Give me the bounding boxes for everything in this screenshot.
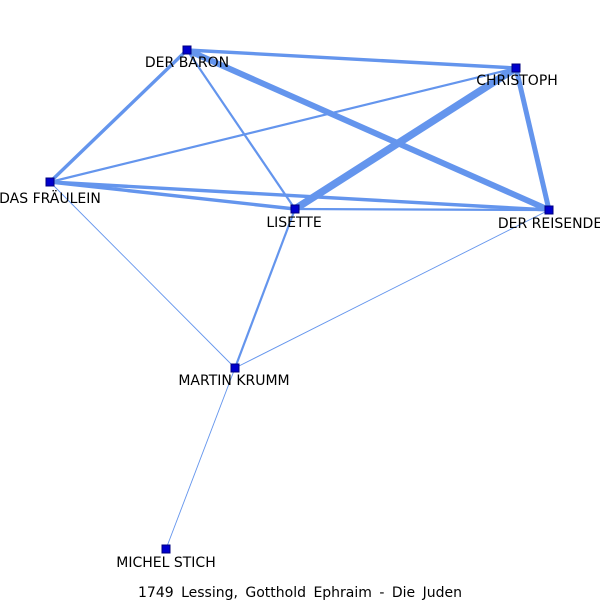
edge-baron-christoph <box>186 48 517 70</box>
edge-lisette-reisende <box>294 207 550 212</box>
edge-fraeulein-reisende <box>49 180 550 212</box>
node-label-krumm: MARTIN KRUMM <box>178 373 289 389</box>
node-label-stich: MICHEL STICH <box>116 555 215 571</box>
edge-baron-lisette <box>186 49 296 210</box>
node-label-reisende: DER REISENDE <box>498 216 600 232</box>
node-lisette <box>290 204 300 214</box>
node-label-christoph: CHRISTOPH <box>476 73 558 89</box>
node-reisende <box>544 205 554 215</box>
edge-christoph-lisette <box>292 64 519 213</box>
edge-reisende-krumm <box>234 209 550 369</box>
diagram-title: 1749 Lessing, Gotthold Ephraim - Die Jud… <box>138 585 462 600</box>
node-label-fraeulein: DAS FRÄULEIN <box>0 189 101 207</box>
node-krumm <box>230 363 240 373</box>
node-baron <box>182 45 192 55</box>
edge-fraeulein-krumm <box>49 181 236 369</box>
node-label-lisette: LISETTE <box>266 215 321 231</box>
node-stich <box>161 544 171 554</box>
node-fraeulein <box>45 177 55 187</box>
edge-christoph-reisende <box>513 67 552 211</box>
edge-baron-fraeulein <box>48 48 189 184</box>
labels-layer: DER BARON CHRISTOPH DAS FRÄULEIN LISETTE DER… <box>0 55 600 571</box>
nodes-layer <box>45 45 554 554</box>
edge-baron-reisende <box>185 47 551 213</box>
node-christoph <box>511 63 521 73</box>
edge-lisette-krumm <box>233 208 297 369</box>
edge-krumm-stich <box>165 367 236 550</box>
edges-layer <box>48 47 552 550</box>
edge-christoph-fraeulein <box>49 66 517 184</box>
node-label-baron: DER BARON <box>145 55 229 71</box>
edge-fraeulein-lisette <box>49 180 296 211</box>
